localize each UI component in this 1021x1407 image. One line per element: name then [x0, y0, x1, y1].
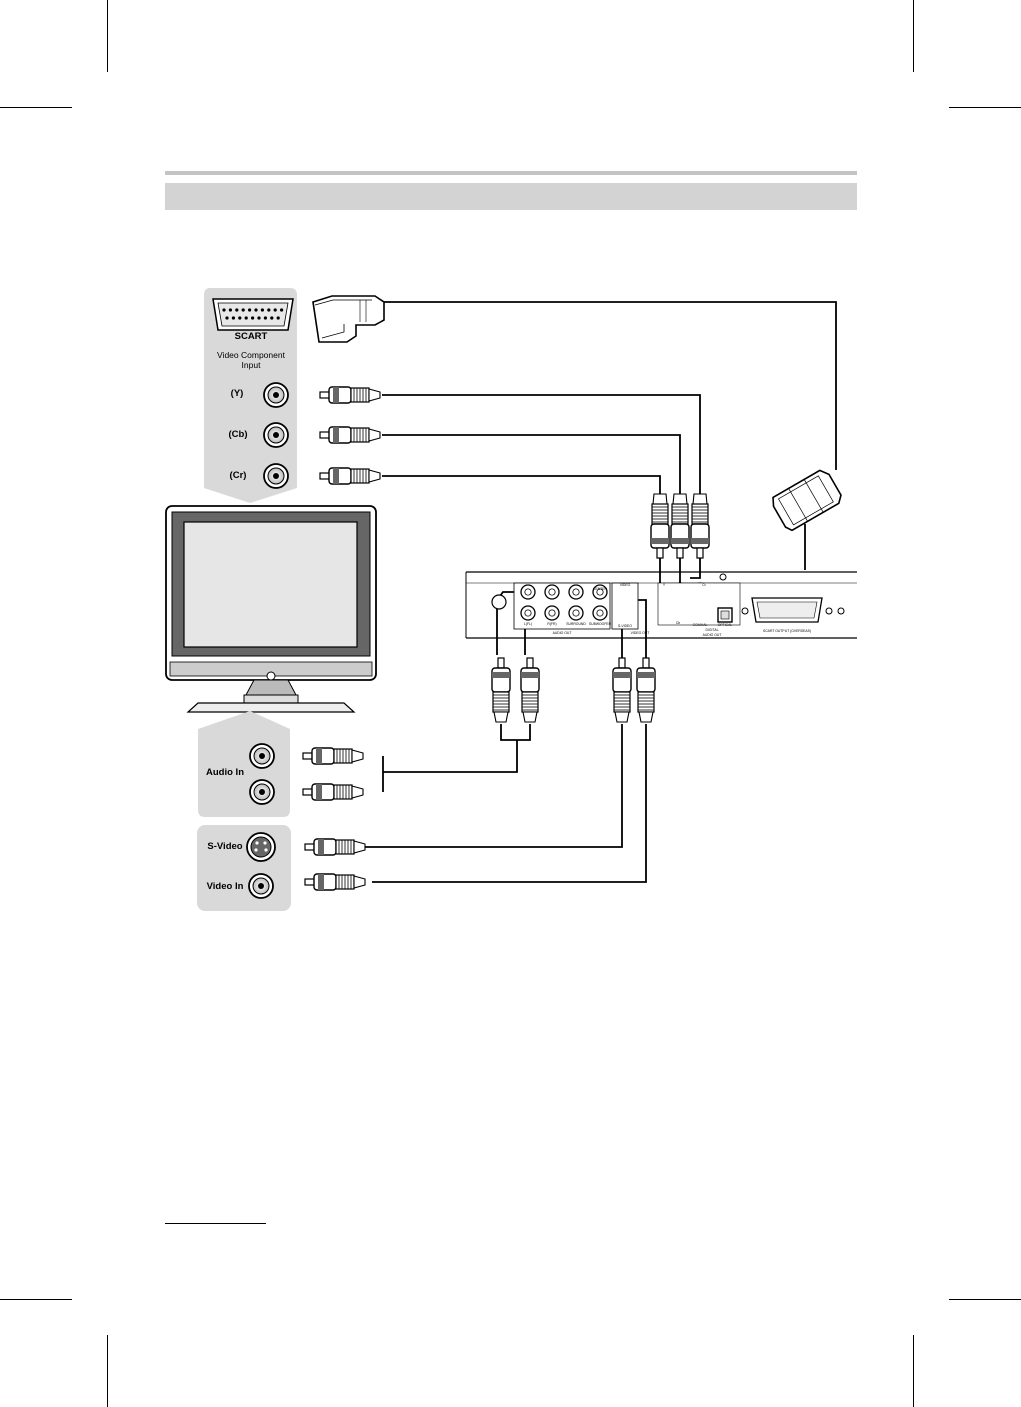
crop-mark: [107, 1335, 108, 1407]
rca-plug-icon: [491, 657, 511, 723]
dvd-optical-label: OPTICAL: [718, 623, 733, 627]
tv-input-panel-top: [204, 288, 297, 503]
tv-video-panel: [197, 825, 291, 911]
tv-jack-cb: [263, 422, 289, 448]
dvd-surround-label: SURROUND: [566, 622, 586, 626]
dvd-video-label: VIDEO: [620, 583, 631, 587]
tv-audio-panel: [198, 711, 290, 817]
video-in-label: Video In: [207, 881, 244, 892]
dvd-cr-label: Cr: [702, 583, 706, 587]
dvd-svideo-label: S-VIDEO: [618, 624, 632, 628]
dvd-digital-audio-out-label: AUDIO OUT: [703, 633, 722, 637]
dvd-right-label: R(FR): [547, 622, 556, 626]
dvd-subwoofer-label: SUBWOOFER: [589, 622, 612, 626]
tv-jack-video: [248, 873, 274, 899]
tv-jack-svideo: [246, 832, 276, 862]
rca-plug-icon: [302, 783, 364, 801]
scart-plug-icon: [772, 469, 842, 532]
dvd-y-label: Y: [663, 583, 666, 587]
tv-jack-audio-l: [249, 743, 275, 769]
header-rule: [165, 171, 857, 175]
rca-plug-icon: [612, 657, 632, 723]
crop-mark: [913, 1335, 914, 1407]
svideo-plug-icon: [304, 838, 366, 856]
rca-plug-icon: [636, 657, 656, 723]
crop-mark: [949, 1299, 1021, 1300]
rca-plug-icon: [304, 873, 366, 891]
component-title: Video Component: [217, 350, 286, 360]
dvd-cb-label: Cb: [676, 621, 680, 625]
crop-mark: [0, 1299, 72, 1300]
dvd-video-out-label: VIDEO OUT: [631, 631, 650, 635]
y-label: (Y): [231, 388, 244, 399]
dvd-back-panel-icon: AUDIO OUT VIDEO OUT L(FL) R(FR) CENTER S…: [465, 571, 857, 639]
dvd-scart-output-label: SCART OUTPUT (OVERSEAS): [763, 629, 811, 633]
crop-mark: [0, 107, 72, 108]
rca-plug-icon: [520, 657, 540, 723]
dvd-left-label: L(FL): [524, 622, 532, 626]
svideo-label: S-Video: [207, 841, 242, 852]
tv-jack-cr: [263, 463, 289, 489]
dvd-coaxial-label: COAXIAL: [693, 623, 708, 627]
tv-jack-y: [263, 382, 289, 408]
rca-plug-icon: [650, 493, 670, 559]
cables: [360, 301, 837, 883]
footer-rule: [165, 1223, 266, 1224]
dvd-center-label: CENTER: [593, 587, 607, 591]
tv-icon: [165, 505, 377, 713]
rca-plug-icon: [319, 426, 381, 444]
component-title-2: Input: [242, 360, 262, 370]
scart-label: SCART: [235, 331, 268, 342]
scart-connector-icon: [212, 298, 294, 331]
header-bar: [165, 183, 857, 210]
rca-plug-icon: [319, 386, 381, 404]
crop-mark: [107, 0, 108, 72]
rca-plug-icon: [670, 493, 690, 559]
crop-mark: [949, 107, 1021, 108]
tv-jack-audio-r: [249, 779, 275, 805]
audio-in-label: Audio In: [206, 767, 244, 778]
cb-label: (Cb): [229, 429, 248, 440]
dvd-audio-out-label: AUDIO OUT: [553, 631, 572, 635]
crop-mark: [913, 0, 914, 72]
scart-plug-icon: [312, 295, 385, 343]
rca-plug-icon: [690, 493, 710, 559]
dvd-digital-label: DIGITAL: [706, 628, 719, 632]
cr-label: (Cr): [230, 470, 247, 481]
rca-plug-icon: [302, 747, 364, 765]
rca-plug-icon: [319, 467, 381, 485]
